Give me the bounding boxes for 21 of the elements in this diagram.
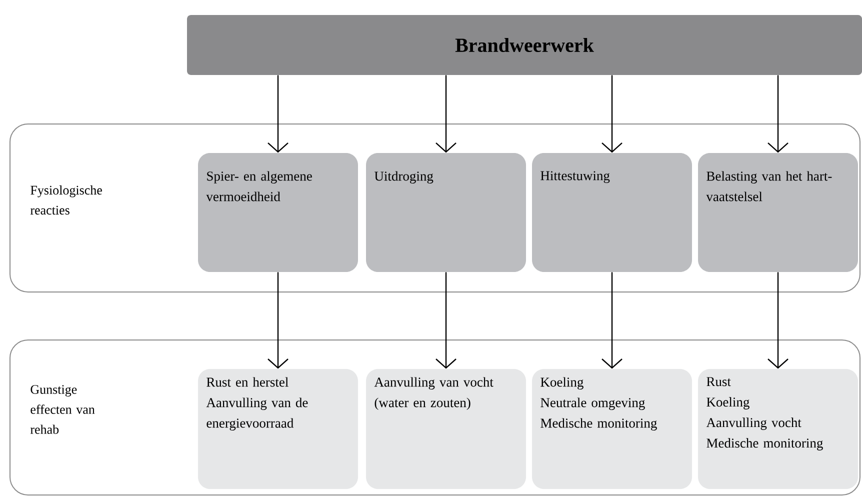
bar-heading: Brandweerwerk [187, 15, 862, 75]
arrow [768, 272, 788, 369]
process-box: Spier- en algemene vermoeidheid [198, 153, 358, 272]
process-box: Belasting van het hart-vaatstelsel [698, 153, 858, 272]
group-band [10, 124, 860, 292]
result-box: Koeling Neutrale omgeving Medische monitoring [532, 369, 692, 489]
arrow [436, 75, 456, 153]
process-box: Uitdroging [366, 153, 526, 272]
group-band [10, 340, 860, 496]
result-box: Aanvulling van vocht (water en zouten) [366, 369, 526, 489]
band-label: Fysiologische reacties [30, 185, 102, 215]
arrow [602, 272, 622, 369]
result-box: Rust en herstel Aanvulling van de energievoorraad [198, 369, 358, 489]
arrow [436, 272, 456, 369]
band-label: Gunstige effecten van rehab [30, 385, 95, 434]
arrow [268, 75, 288, 153]
arrow [768, 75, 788, 153]
arrow [268, 272, 288, 369]
arrow [602, 75, 622, 153]
process-box: Hittestuwing [532, 153, 692, 272]
result-box: Rust Koeling Aanvulling vocht Medische monitoring [698, 369, 858, 489]
